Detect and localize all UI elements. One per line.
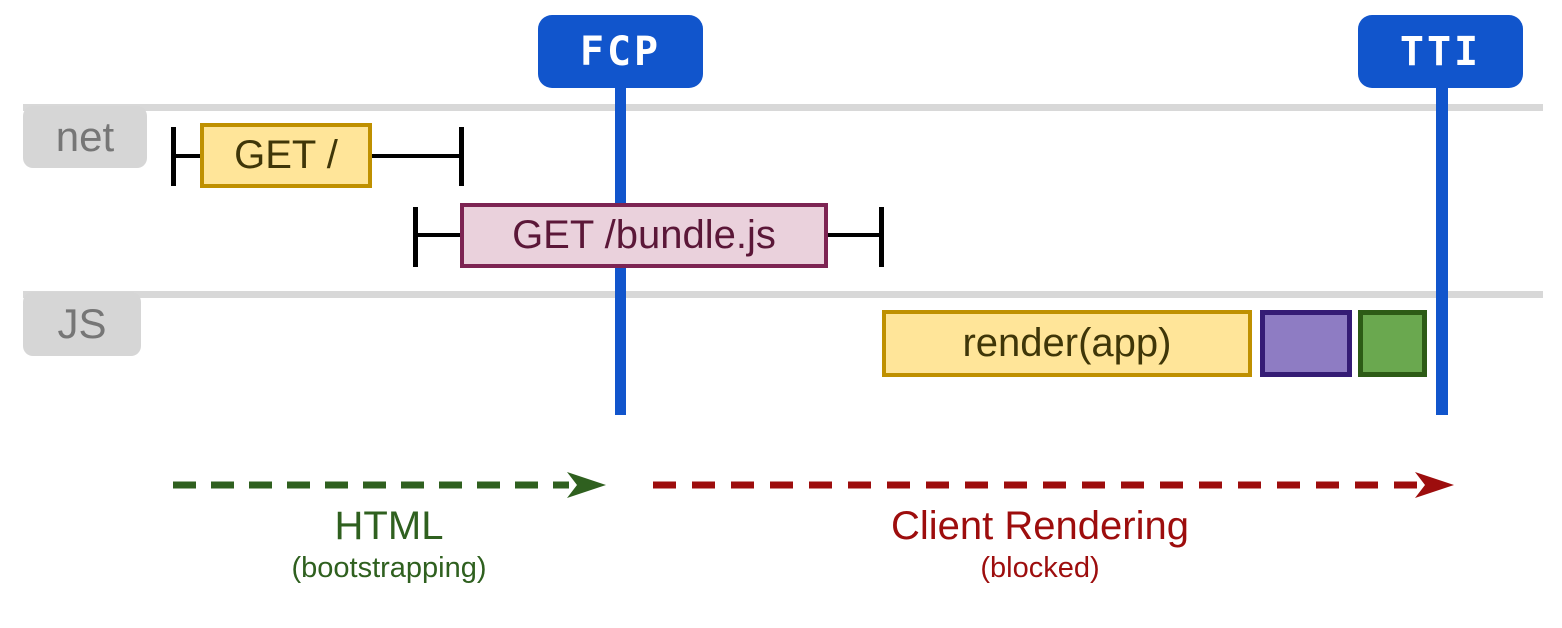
get-root-start-bracket — [171, 127, 176, 186]
fcp-badge-label: FCP — [579, 28, 662, 75]
get-bundle-start-connector — [416, 233, 462, 237]
net-lane-text: net — [55, 113, 115, 160]
client-phase-title: Client Rendering — [891, 504, 1189, 548]
client-phase-subtitle: (blocked) — [980, 552, 1100, 584]
purple-task-bar — [1260, 310, 1352, 377]
render-app-label: render(app) — [962, 321, 1172, 365]
render-app-task-bar: render(app) — [882, 310, 1252, 377]
green-task-bar — [1358, 310, 1427, 377]
html-phase-label: HTML (bootstrapping) — [173, 502, 605, 586]
net-lane-line — [23, 104, 1543, 111]
get-root-end-bracket — [459, 127, 464, 186]
fcp-badge: FCP — [538, 15, 703, 88]
get-root-request-bar: GET / — [200, 123, 372, 188]
tti-badge-label: TTI — [1399, 28, 1482, 75]
tti-marker-line — [1436, 86, 1448, 415]
get-bundle-label: GET /bundle.js — [512, 213, 776, 257]
js-lane-line — [23, 291, 1543, 298]
lane-label-net: net — [23, 106, 147, 168]
client-phase-label: Client Rendering (blocked) — [640, 502, 1440, 586]
get-root-label: GET / — [234, 133, 338, 177]
get-bundle-end-connector — [828, 233, 881, 237]
tti-badge: TTI — [1358, 15, 1523, 88]
get-root-end-connector — [372, 154, 461, 158]
get-bundle-request-bar: GET /bundle.js — [460, 203, 828, 268]
get-bundle-start-bracket — [413, 207, 418, 267]
html-phase-subtitle: (bootstrapping) — [291, 552, 487, 584]
lane-label-js: JS — [23, 292, 141, 356]
html-phase-title: HTML — [334, 504, 444, 548]
get-root-start-connector — [174, 154, 202, 158]
html-phase-dashed-arrow-icon — [173, 472, 606, 498]
client-phase-dashed-arrow-icon — [653, 472, 1454, 498]
get-bundle-end-bracket — [879, 207, 884, 267]
js-lane-text: JS — [57, 300, 107, 347]
